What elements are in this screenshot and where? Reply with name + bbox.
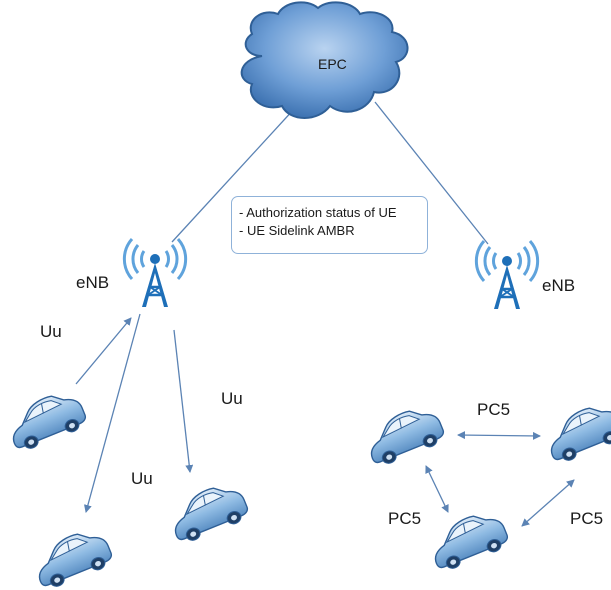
right-enb-label: eNB [542, 276, 576, 295]
pc5-label-left: PC5 [388, 509, 422, 528]
pc5-label-top: PC5 [477, 400, 511, 419]
pc5-label-right: PC5 [570, 509, 604, 528]
epc-to-right-enb-link [374, 101, 489, 245]
uu-label-lower: Uu [131, 469, 153, 488]
uu-downlink-arrow-left [83, 313, 141, 513]
epc-label: EPC [318, 56, 347, 72]
car-icon-uu-bottom-left [28, 523, 116, 590]
epc-cloud-icon [240, 1, 409, 119]
car-icon-pc5-right [540, 397, 611, 467]
car-icon-pc5-left [360, 400, 448, 470]
uu-label-upper: Uu [40, 322, 62, 341]
car-icon-uu-center [164, 477, 252, 547]
left-enb-tower-icon [122, 237, 188, 309]
epc-to-left-enb-link [171, 107, 296, 243]
pc5-link-right [521, 479, 575, 527]
info-line-authorization: - Authorization status of UE [239, 205, 397, 220]
car-icon-pc5-bottom [424, 505, 512, 575]
info-line-ambr: - UE Sidelink AMBR [239, 223, 355, 238]
uu-downlink-arrow-right [173, 329, 194, 473]
uu-uplink-arrow [75, 317, 132, 385]
uu-label-right: Uu [221, 389, 243, 408]
car-icon-uu-upper-left [2, 385, 90, 455]
left-enb-label: eNB [76, 273, 110, 292]
pc5-link-left [425, 465, 449, 513]
sidelink-info-box: - Authorization status of UE - UE Sideli… [231, 196, 428, 254]
right-enb-tower-icon [474, 239, 540, 311]
pc5-link-top [457, 431, 541, 440]
